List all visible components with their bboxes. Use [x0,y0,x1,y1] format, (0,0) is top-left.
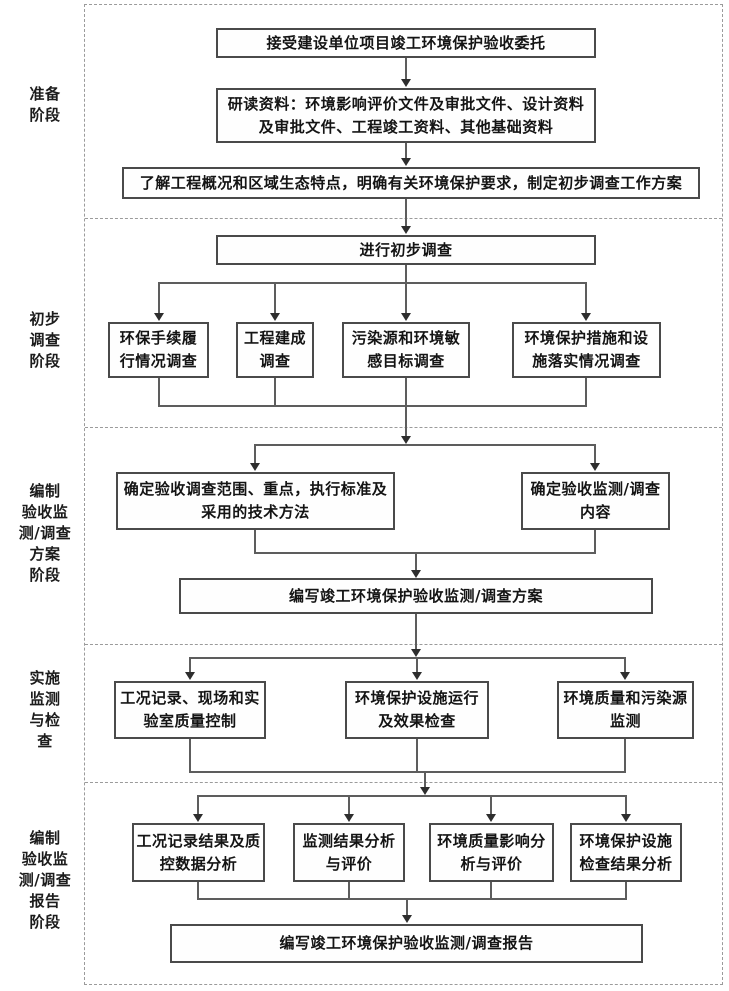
box-understand-project: 了解工程概况和区域生态特点，明确有关环境保护要求，制定初步调查工作方案 [122,167,700,199]
connector-line [624,739,626,773]
arrow-down-icon [411,570,421,578]
connector-line [594,530,596,554]
connector-line [348,882,350,900]
connector-line [585,283,587,315]
arrow-down-icon [412,672,422,680]
stage-label-monitoring-check: 实施 监测 与检 查 [29,669,61,750]
connector-line [158,282,587,284]
connector-line [254,530,256,554]
connector-line [189,658,191,674]
arrow-down-icon [401,79,411,87]
arrow-down-icon [401,313,411,321]
arrow-down-icon [402,915,412,923]
connector-line [274,283,276,315]
connector-line [197,882,199,900]
connector-line [405,143,407,160]
connector-line [158,283,160,315]
box-facility-check-analysis: 环境保护设施 检查结果分析 [570,823,682,882]
stage-label-preliminary-survey: 初步 调查 阶段 [29,310,61,370]
connector-line [415,614,417,650]
connector-line [416,739,418,773]
arrow-down-icon [420,787,430,795]
box-pollution-source-survey: 污染源和环境敏 感目标调查 [342,322,470,378]
box-monitoring-content: 确定验收监测/调查 内容 [521,472,670,530]
connector-line [158,405,587,407]
connector-line [158,378,160,407]
connector-line [254,445,256,465]
box-project-completion-survey: 工程建成 调查 [236,322,314,378]
connector-line [197,898,627,900]
connector-line [405,58,407,80]
arrow-down-icon [621,814,631,822]
connector-line [274,378,276,407]
arrow-down-icon [581,313,591,321]
box-condition-record-qc: 工况记录、现场和实 验室质量控制 [114,681,266,739]
connector-line [254,552,596,554]
box-scope-standards: 确定验收调查范围、重点，执行标准及 采用的技术方法 [116,472,395,530]
stage-divider-2 [85,427,722,428]
stage-label-plan-compilation: 编制 验收监 测/调查 方案 阶段 [18,482,72,584]
connector-line [625,882,627,900]
arrow-down-icon [486,814,496,822]
connector-line [197,796,199,816]
box-ep-measures-survey: 环境保护措施和设 施落实情况调查 [512,322,661,378]
connector-line [405,378,407,438]
arrow-down-icon [344,814,354,822]
connector-line [254,444,596,446]
connector-line [406,899,408,917]
arrow-down-icon [270,313,280,321]
connector-line [490,882,492,900]
box-compile-report: 编写竣工环境保护验收监测/调查报告 [170,924,643,963]
arrow-down-icon [185,672,195,680]
box-monitoring-result-analysis: 监测结果分析 与评价 [293,823,405,882]
box-ep-procedure-survey: 环保手续履 行情况调查 [108,322,209,378]
arrow-down-icon [154,313,164,321]
arrow-down-icon [401,226,411,234]
stage-divider-4 [85,782,722,783]
box-env-quality-monitoring: 环境质量和污染源 监测 [557,681,694,739]
arrow-down-icon [411,649,421,657]
connector-line [189,657,626,659]
connector-line [405,199,407,228]
connector-line [585,378,587,407]
arrow-down-icon [590,463,600,471]
connector-line [348,796,350,816]
stage-label-report-compilation: 编制 验收监 测/调查 报告 阶段 [18,829,72,931]
arrow-down-icon [401,158,411,166]
connector-line [405,283,407,315]
stage-label-preparation: 准备 阶段 [29,85,61,124]
arrow-down-icon [250,463,260,471]
box-study-materials: 研读资料：环境影响评价文件及审批文件、设计资料 及审批文件、工程竣工资料、其他基… [216,88,596,143]
arrow-down-icon [193,814,203,822]
flow-frame-dashed-border [84,4,723,985]
stage-divider-3 [85,644,722,645]
connector-line [415,553,417,571]
arrow-down-icon [620,672,630,680]
connector-line [416,658,418,674]
box-accept-commission: 接受建设单位项目竣工环境保护验收委托 [216,28,596,58]
connector-line [625,796,627,816]
connector-line [405,265,407,283]
connector-line [197,795,627,797]
connector-line [189,739,191,773]
connector-line [594,445,596,465]
box-preliminary-survey: 进行初步调查 [216,235,596,265]
box-compile-plan: 编写竣工环境保护验收监测/调查方案 [179,578,653,614]
box-env-impact-analysis: 环境质量影响分 析与评价 [429,823,554,882]
connector-line [189,771,626,773]
connector-line [490,796,492,816]
connector-line [624,658,626,674]
box-condition-data-analysis: 工况记录结果及质 控数据分析 [132,823,265,882]
stage-divider-1 [85,218,722,219]
box-facility-operation-check: 环境保护设施运行 及效果检查 [345,681,489,739]
connector-line [424,772,426,789]
arrow-down-icon [401,436,411,444]
